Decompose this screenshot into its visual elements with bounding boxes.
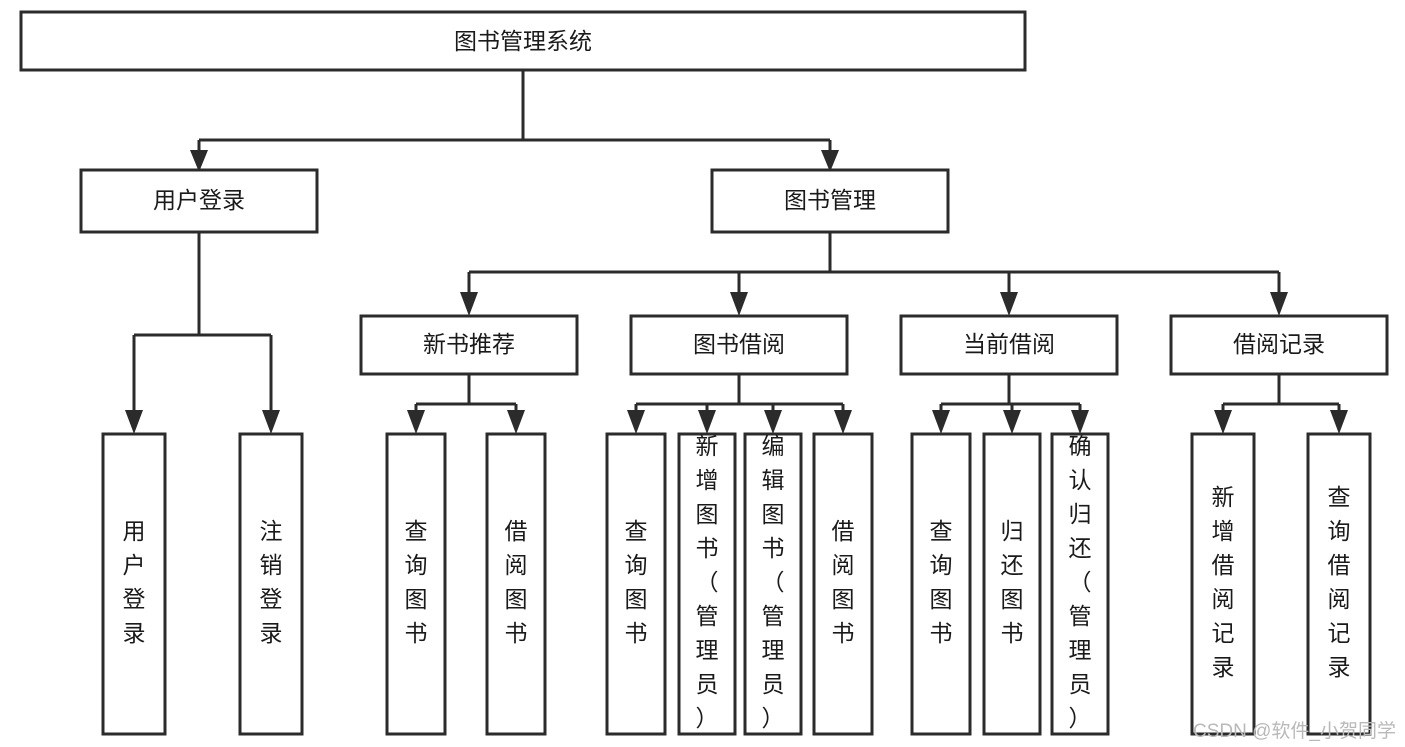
arrow-head-icon (1000, 292, 1018, 316)
arrow-head-icon (262, 410, 280, 434)
node-nbr-borrow-label: 借阅图书 (505, 518, 528, 646)
node-nbr-query-label: 查询图书 (405, 518, 428, 646)
node-br-query[interactable]: 查询借阅记录 (1306, 432, 1372, 736)
node-book-manage[interactable]: 图书管理 (710, 168, 950, 234)
node-nbr-borrow-box[interactable] (485, 432, 547, 736)
node-book-borrow[interactable]: 图书借阅 (629, 314, 849, 376)
node-book-manage-box[interactable] (710, 168, 950, 234)
node-user-login-do-box[interactable] (101, 432, 167, 736)
node-new-book-rec[interactable]: 新书推荐 (359, 314, 579, 376)
node-bb-edit-label: 编辑图书（管理员） (762, 433, 785, 731)
arrow-head-icon (764, 410, 782, 434)
node-br-query-label: 查询借阅记录 (1328, 484, 1351, 680)
node-bb-edit[interactable]: 编辑图书（管理员） (743, 432, 803, 736)
node-bb-borrow[interactable]: 借阅图书 (812, 432, 874, 736)
node-new-book-rec-box[interactable] (359, 314, 579, 376)
node-borrow-record-label: 借阅记录 (1233, 331, 1325, 357)
node-borrow-record-box[interactable] (1169, 314, 1389, 376)
node-nbr-query[interactable]: 查询图书 (385, 432, 447, 736)
node-user-login-box[interactable] (79, 168, 319, 234)
node-book-borrow-box[interactable] (629, 314, 849, 376)
node-bb-borrow-box[interactable] (812, 432, 874, 736)
arrow-head-icon (125, 410, 143, 434)
node-root-label: 图书管理系统 (454, 28, 592, 54)
node-cb-confirm[interactable]: 确认归还（管理员） (1050, 432, 1110, 736)
node-user-logout-label: 注销登录 (260, 518, 283, 646)
node-current-borrow-label: 当前借阅 (963, 331, 1055, 357)
node-cb-return-label: 归还图书 (1001, 518, 1024, 646)
node-user-login-label: 用户登录 (153, 187, 245, 213)
node-cb-return[interactable]: 归还图书 (982, 432, 1042, 736)
node-cb-query[interactable]: 查询图书 (910, 432, 972, 736)
node-bb-edit-box[interactable] (743, 432, 803, 736)
node-cb-return-box[interactable] (982, 432, 1042, 736)
arrow-head-icon (407, 410, 425, 434)
arrow-head-icon (190, 150, 208, 172)
arrow-head-icon (1071, 410, 1089, 434)
connector-layer (125, 70, 1348, 434)
node-new-book-rec-label: 新书推荐 (423, 331, 515, 357)
node-bb-borrow-label: 借阅图书 (832, 518, 855, 646)
arrow-head-icon (507, 410, 525, 434)
node-cb-confirm-box[interactable] (1050, 432, 1110, 736)
node-book-manage-label: 图书管理 (784, 187, 876, 213)
node-cb-confirm-label: 确认归还（管理员） (1069, 433, 1092, 731)
arrow-head-icon (1330, 410, 1348, 434)
node-root[interactable]: 图书管理系统 (19, 10, 1027, 72)
node-layer: 图书管理系统 用户登录 图书管理 新书推荐 图书借阅 (19, 10, 1389, 736)
arrow-head-icon (932, 410, 950, 434)
node-borrow-record[interactable]: 借阅记录 (1169, 314, 1389, 376)
arrow-head-icon (834, 410, 852, 434)
arrow-head-icon (821, 150, 839, 172)
node-current-borrow-box[interactable] (899, 314, 1119, 376)
node-cb-query-box[interactable] (910, 432, 972, 736)
node-user-logout[interactable]: 注销登录 (238, 432, 304, 736)
node-nbr-query-box[interactable] (385, 432, 447, 736)
node-user-login-do-label: 用户登录 (123, 518, 146, 646)
node-user-login[interactable]: 用户登录 (79, 168, 319, 234)
arrow-head-icon (730, 292, 748, 316)
node-current-borrow[interactable]: 当前借阅 (899, 314, 1119, 376)
node-bb-query-box[interactable] (605, 432, 667, 736)
arrow-head-icon (627, 410, 645, 434)
node-nbr-borrow[interactable]: 借阅图书 (485, 432, 547, 736)
node-root-box[interactable] (19, 10, 1027, 72)
node-br-add-box[interactable] (1190, 432, 1256, 736)
arrow-head-icon (1270, 292, 1288, 316)
node-bb-add-box[interactable] (677, 432, 737, 736)
node-bb-add[interactable]: 新增图书（管理员） (677, 432, 737, 736)
node-bb-query[interactable]: 查询图书 (605, 432, 667, 736)
watermark-label: CSDN @软件_小贺同学 (1193, 720, 1396, 742)
arrow-head-icon (698, 410, 716, 434)
node-user-login-do[interactable]: 用户登录 (101, 432, 167, 736)
node-bb-query-label: 查询图书 (625, 518, 648, 646)
node-bb-add-label: 新增图书（管理员） (696, 433, 719, 731)
arrow-head-icon (1003, 410, 1021, 434)
node-br-add-label: 新增借阅记录 (1212, 484, 1235, 680)
arrow-head-icon (1214, 410, 1232, 434)
node-user-logout-box[interactable] (238, 432, 304, 736)
node-cb-query-label: 查询图书 (930, 518, 953, 646)
arrow-head-icon (460, 292, 478, 316)
node-br-query-box[interactable] (1306, 432, 1372, 736)
node-book-borrow-label: 图书借阅 (693, 331, 785, 357)
node-br-add[interactable]: 新增借阅记录 (1190, 432, 1256, 736)
